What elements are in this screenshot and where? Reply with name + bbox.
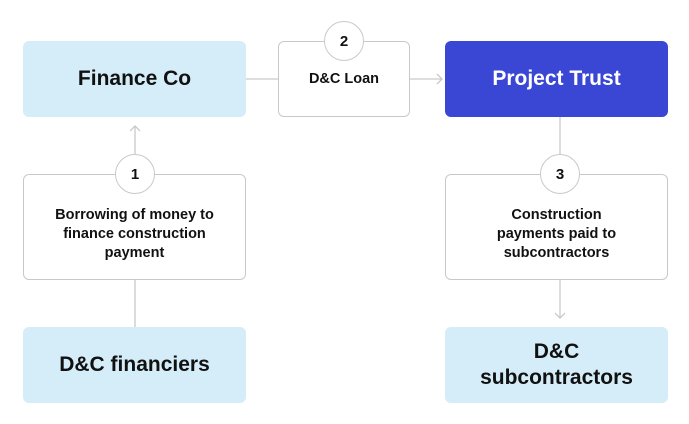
step-2-label: D&C Loan: [308, 70, 380, 87]
step-3-number: 3: [555, 165, 565, 183]
step-3-box: Construction payments paid to subcontrac…: [445, 174, 668, 280]
arrowhead-down-icon: [554, 312, 566, 319]
dc-financiers-box: D&C financiers: [23, 327, 246, 403]
step-1-number: 1: [130, 165, 140, 183]
finance-co-label: Finance Co: [77, 67, 192, 90]
arrowhead-up-icon: [129, 125, 141, 132]
dc-subcontractors-label: D&C subcontractors: [480, 340, 633, 389]
step-1-label: Borrowing of money to finance constructi…: [55, 206, 214, 261]
step-3-label: Construction payments paid to subcontrac…: [496, 206, 617, 261]
step-2-number: 2: [339, 32, 349, 50]
project-trust-label: Project Trust: [492, 67, 621, 90]
step-2-number-badge: 2: [324, 21, 364, 61]
dc-financiers-label: D&C financiers: [59, 353, 210, 376]
project-trust-box: Project Trust: [445, 41, 668, 117]
step-3-number-badge: 3: [540, 154, 580, 194]
finance-co-box: Finance Co: [23, 41, 246, 117]
dc-subcontractors-box: D&C subcontractors: [445, 327, 668, 403]
step-1-number-badge: 1: [115, 154, 155, 194]
arrowhead-right-icon: [436, 73, 443, 85]
